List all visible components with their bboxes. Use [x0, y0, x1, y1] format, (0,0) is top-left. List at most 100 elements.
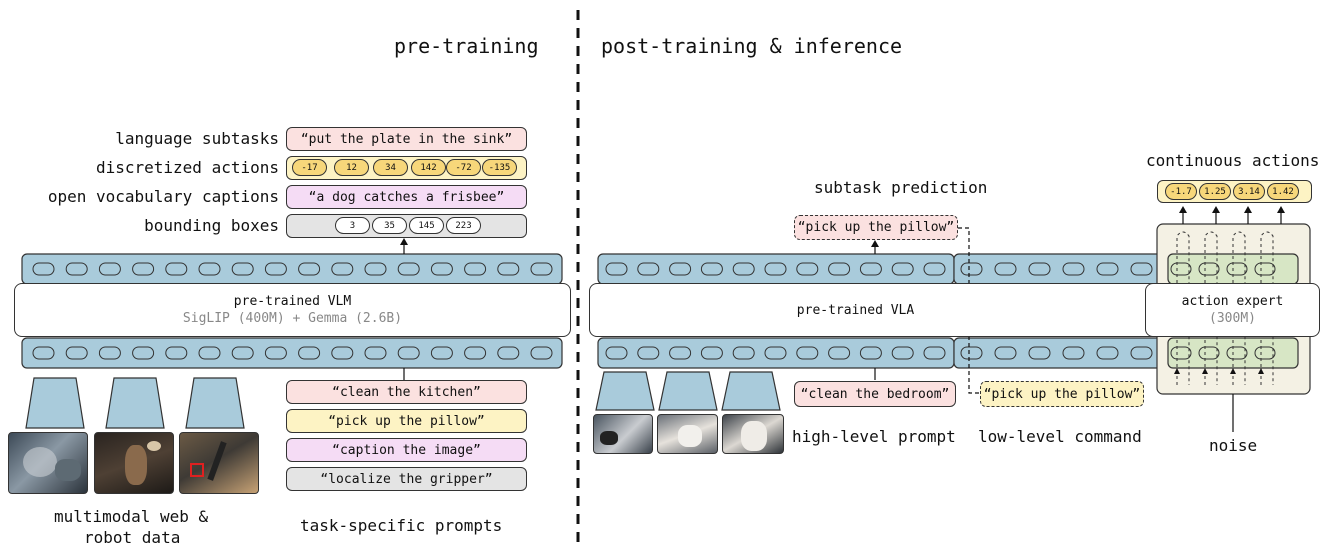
token	[764, 346, 787, 360]
token	[960, 346, 983, 360]
continuous-action-pill: -1.7	[1165, 183, 1197, 200]
action-token	[1198, 346, 1220, 360]
prompt-pick-pillow: “pick up the pillow”	[286, 409, 527, 433]
token	[264, 262, 287, 276]
token	[700, 262, 723, 276]
token	[397, 262, 420, 276]
action-token	[1254, 262, 1276, 276]
pretrained-vlm-box: pre-trained VLM SigLIP (400M) + Gemma (2…	[14, 283, 571, 337]
discretized-action-pill: 34	[373, 159, 408, 176]
token	[828, 262, 851, 276]
vla-image-encoder-1	[595, 371, 655, 411]
token	[828, 346, 851, 360]
bbox-pill: 223	[446, 217, 481, 234]
token	[859, 346, 882, 360]
token	[331, 346, 354, 360]
token	[397, 346, 420, 360]
token	[497, 346, 520, 360]
token	[960, 262, 983, 276]
flow-matching-loops	[1174, 231, 1274, 385]
low-level-command-box: “pick up the pillow”	[980, 381, 1144, 407]
discretized-action-pill: -72	[446, 159, 481, 176]
token	[198, 346, 221, 360]
token	[132, 346, 155, 360]
token	[65, 262, 88, 276]
vlm-title: pre-trained VLM	[233, 294, 352, 309]
vla-photo-3	[722, 414, 784, 454]
robot-photo-2	[179, 432, 259, 494]
caption-output-box: “a dog catches a frisbee”	[286, 185, 527, 209]
token	[1130, 262, 1153, 276]
pretraining-heading: pre-training	[394, 34, 539, 58]
token	[1096, 346, 1119, 360]
token	[637, 262, 660, 276]
flow-loop	[1260, 231, 1274, 385]
input-token-bar	[21, 337, 563, 369]
flow-loop	[1204, 231, 1218, 385]
token	[1062, 346, 1085, 360]
low-level-command-label: low-level command	[978, 427, 1142, 446]
action-token	[1226, 346, 1248, 360]
data-caption-line1: multimodal web &	[54, 507, 209, 526]
vla-image-encoder-3	[721, 371, 781, 411]
image-encoder-2	[105, 377, 165, 429]
subtask-prediction-label: subtask prediction	[814, 178, 988, 197]
action-token	[1198, 262, 1220, 276]
bbox-pill: 35	[372, 217, 407, 234]
noise-label: noise	[1209, 436, 1258, 455]
bbox-pill: 145	[409, 217, 444, 234]
gripper-bbox	[190, 463, 204, 477]
token	[98, 262, 121, 276]
discretized-action-pill: -135	[482, 159, 517, 176]
dog-photo	[94, 432, 174, 494]
action-token	[1254, 346, 1276, 360]
language-subtasks-label: language subtasks	[115, 129, 279, 148]
token	[231, 346, 254, 360]
open-vocab-captions-label: open vocabulary captions	[47, 187, 279, 206]
prompts-caption: task-specific prompts	[300, 516, 503, 535]
high-level-prompt-label: high-level prompt	[792, 427, 956, 446]
pretrained-vla-box: pre-trained VLA	[589, 283, 1162, 337]
token	[1096, 262, 1119, 276]
token	[98, 346, 121, 360]
token	[605, 346, 628, 360]
token	[1130, 346, 1153, 360]
input-tokens	[32, 346, 553, 360]
vla-photo-2	[657, 414, 718, 454]
token	[859, 262, 882, 276]
flow-loop	[1176, 231, 1190, 385]
image-encoder-1	[25, 377, 85, 429]
action-token	[1170, 262, 1192, 276]
token	[1028, 346, 1051, 360]
prompt-localize-gripper: “localize the gripper”	[286, 467, 527, 491]
action-expert-subtitle: (300M)	[1209, 311, 1256, 326]
vla-photo-1	[593, 414, 653, 454]
token	[669, 262, 692, 276]
vlm-subtitle: SigLIP (400M) + Gemma (2.6B)	[182, 311, 403, 326]
vla-image-encoder-2	[658, 371, 718, 411]
token	[605, 262, 628, 276]
prompt-clean-kitchen: “clean the kitchen”	[286, 380, 527, 404]
token	[994, 262, 1017, 276]
continuous-action-pill: 3.14	[1233, 183, 1265, 200]
token	[891, 346, 914, 360]
token	[796, 346, 819, 360]
continuous-action-pill: 1.25	[1199, 183, 1231, 200]
token	[464, 262, 487, 276]
action-expert-box: action expert (300M)	[1145, 283, 1320, 337]
token	[165, 262, 188, 276]
token	[430, 346, 453, 360]
continuous-actions-label: continuous actions	[1146, 151, 1320, 170]
token	[669, 346, 692, 360]
token	[231, 262, 254, 276]
token	[331, 262, 354, 276]
token	[430, 262, 453, 276]
token	[923, 346, 946, 360]
output-tokens	[32, 262, 553, 276]
token	[264, 346, 287, 360]
token	[796, 262, 819, 276]
action-expert-title: action expert	[1181, 294, 1284, 309]
token	[198, 262, 221, 276]
bbox-pill: 3	[335, 217, 370, 234]
action-token	[1170, 346, 1192, 360]
